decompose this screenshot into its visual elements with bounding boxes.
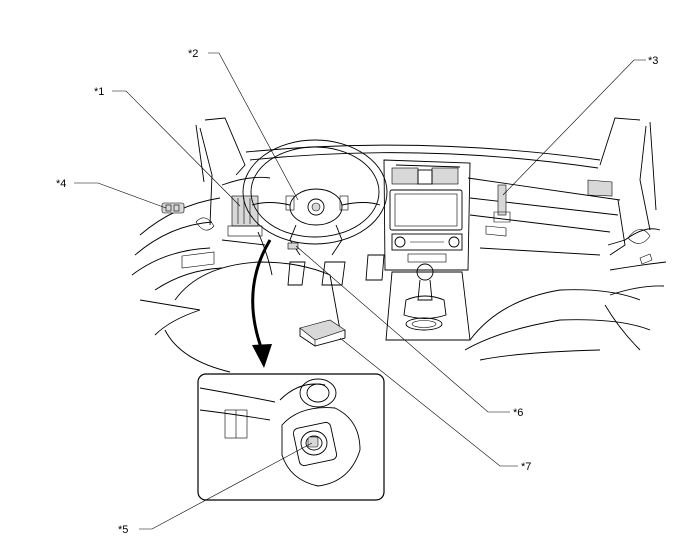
callout-7: *7 <box>521 461 531 473</box>
leader-lines <box>74 52 646 530</box>
vehicle-interior-illustration <box>131 117 667 373</box>
callout-4: *4 <box>56 178 66 190</box>
callout-2: *2 <box>188 48 198 60</box>
callout-6: *6 <box>513 407 523 419</box>
junction-block <box>227 195 263 237</box>
callout-1: *1 <box>94 86 104 98</box>
center-airbag-sensor <box>299 319 346 347</box>
passenger-side-module <box>493 184 511 223</box>
callout-labels: *1 *2 *3 *4 *5 *6 *7 <box>56 48 658 536</box>
detail-inset <box>197 373 385 501</box>
callout-3: *3 <box>648 55 658 67</box>
steering-wheel <box>242 139 388 256</box>
center-console <box>383 159 471 341</box>
callout-5: *5 <box>118 524 128 536</box>
